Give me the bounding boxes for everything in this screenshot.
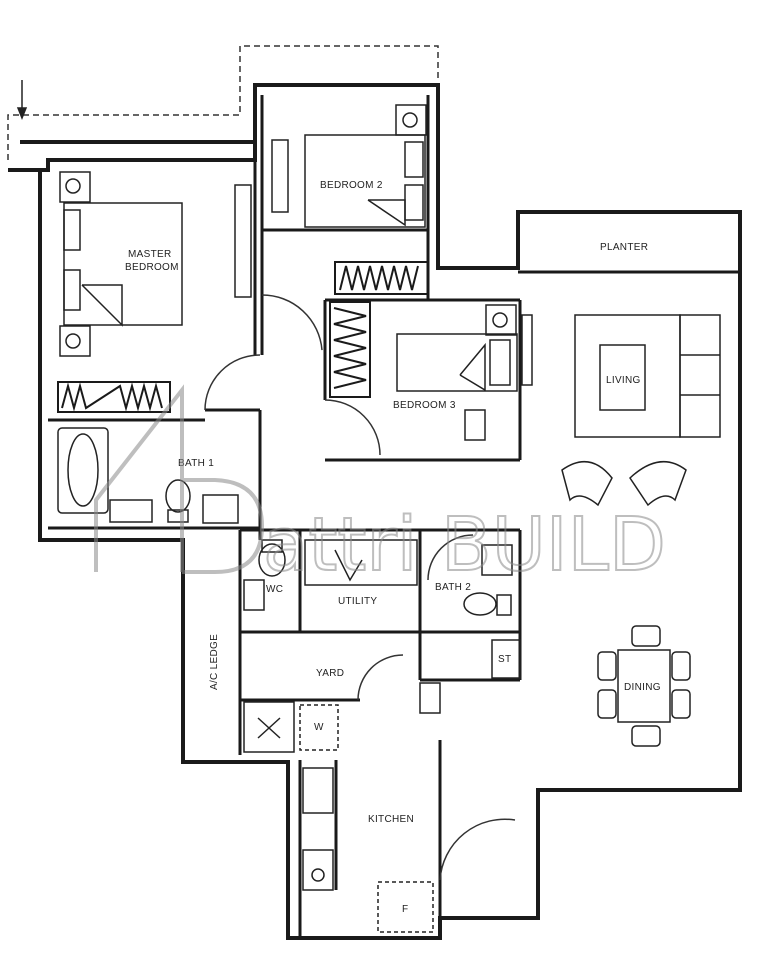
label-planter: PLANTER <box>600 242 648 253</box>
label-bedroom-2: BEDROOM 2 <box>320 180 383 191</box>
label-kitchen: KITCHEN <box>368 814 414 825</box>
label-yard: YARD <box>316 668 344 679</box>
label-bath-2: BATH 2 <box>435 582 471 593</box>
label-utility: UTILITY <box>338 596 377 607</box>
fixtures <box>57 104 721 933</box>
entry-arrow <box>16 80 28 121</box>
label-fridge: F <box>402 904 408 915</box>
outer-walls <box>8 83 742 940</box>
label-bath-1: BATH 1 <box>178 458 214 469</box>
label-master-bedroom-line1: MASTER <box>128 249 171 260</box>
balcony-outline <box>7 45 439 160</box>
label-dining: DINING <box>624 682 661 693</box>
watermark-text: attri BUILD <box>263 502 666 588</box>
wardrobes <box>57 261 429 413</box>
interior-walls <box>48 95 740 938</box>
label-bedroom-3: BEDROOM 3 <box>393 400 456 411</box>
label-store: ST <box>498 654 511 665</box>
label-ac-ledge: A/C LEDGE <box>209 634 220 690</box>
label-washer: W <box>314 722 324 733</box>
label-living: LIVING <box>606 375 641 386</box>
label-wc: WC <box>266 584 283 595</box>
doors <box>204 294 516 881</box>
label-master-bedroom-line2: BEDROOM <box>125 262 179 273</box>
beds <box>63 134 518 392</box>
watermark-logo <box>94 384 265 574</box>
